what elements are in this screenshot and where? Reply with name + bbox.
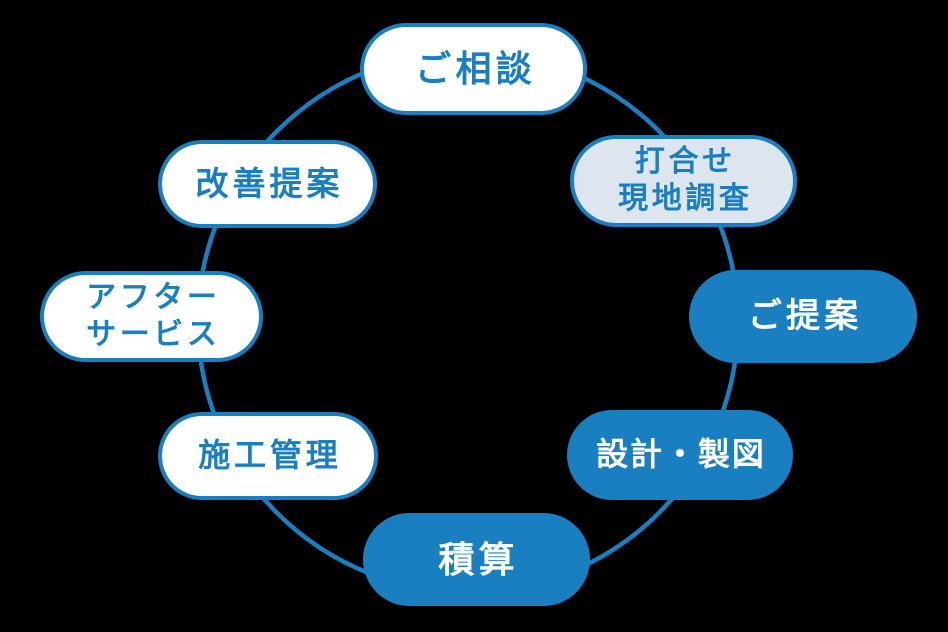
- step-consultation-label: ご相談: [415, 48, 537, 90]
- step-design-drafting-label: 設計・製図: [596, 436, 766, 473]
- step-after-service-label-line1: アフター: [86, 280, 221, 314]
- step-meeting-site-survey-label-line1: 打合せ: [634, 145, 736, 179]
- step-meeting-site-survey: 打合せ 現地調査: [570, 135, 797, 227]
- step-meeting-site-survey-label-line2: 現地調査: [618, 182, 753, 215]
- step-estimation: 積算: [363, 513, 590, 606]
- step-estimation-label: 積算: [438, 538, 519, 580]
- step-construction-management: 施工管理: [158, 412, 378, 500]
- step-proposal: ご提案: [689, 270, 917, 363]
- step-construction-management-label: 施工管理: [198, 437, 342, 474]
- step-after-service-label-line2: サービス: [86, 317, 221, 351]
- step-design-drafting: 設計・製図: [567, 410, 793, 500]
- step-consultation: ご相談: [360, 23, 587, 115]
- step-after-service: アフター サービス: [40, 271, 263, 362]
- step-improvement-proposal: 改善提案: [158, 140, 377, 228]
- step-improvement-proposal-label: 改善提案: [195, 164, 344, 202]
- step-proposal-label: ご提案: [747, 296, 863, 335]
